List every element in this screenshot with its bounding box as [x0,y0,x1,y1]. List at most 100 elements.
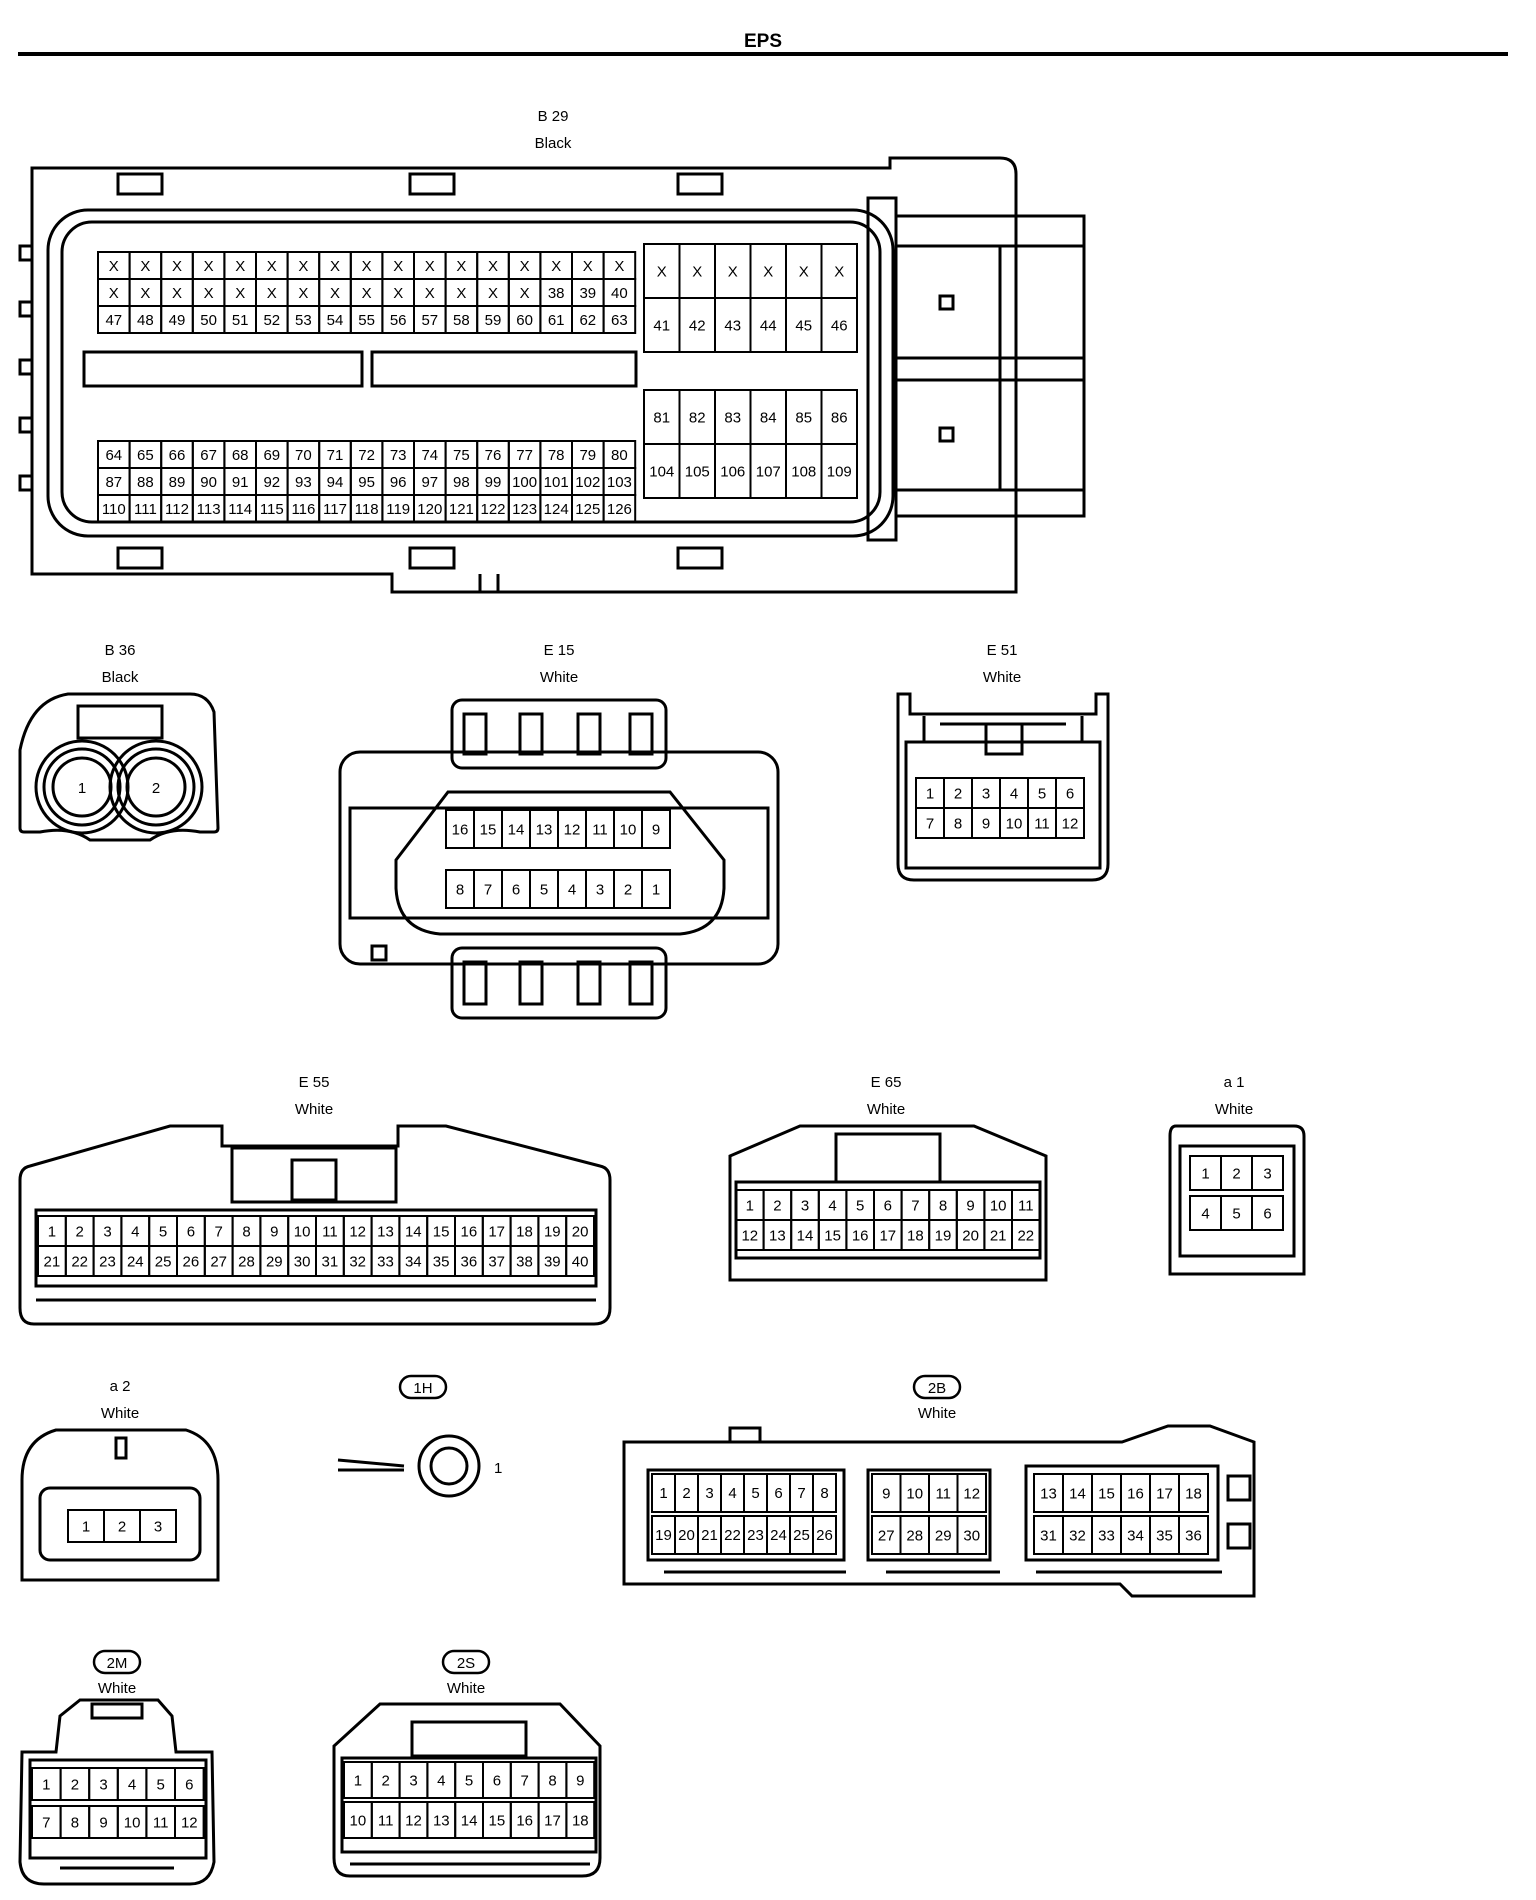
connector-1h[interactable]: 1H 1 [337,1374,502,1498]
pin-cell[interactable]: 55 [349,305,384,334]
pin-cell[interactable]: 4 [557,869,587,909]
pin-cell[interactable]: 114 [223,494,257,523]
pin-cell[interactable]: 48 [128,305,163,334]
pin-cell[interactable]: 2 [59,1767,91,1801]
pin-cell[interactable]: 111 [128,494,163,523]
pin-cell[interactable]: 5 [1220,1195,1253,1231]
pin-cell[interactable]: 8 [445,869,475,909]
pin-cell[interactable]: 12 [557,809,587,849]
pin-cell[interactable]: X [571,251,605,280]
pin-cell[interactable]: 4 [720,1473,745,1513]
pin-cell[interactable]: 34 [1120,1515,1151,1555]
pin-cell[interactable]: 56 [381,305,415,334]
pin-cell[interactable]: 31 [315,1245,345,1277]
pin-cell[interactable]: X [160,251,194,280]
pin-cell[interactable]: 18 [509,1215,540,1247]
pin-cell[interactable]: 18 [1178,1473,1209,1513]
pin-cell[interactable]: 49 [160,305,194,334]
pin-cell[interactable]: 57 [413,305,447,334]
pin-cell[interactable]: 10 [613,809,643,849]
pin-cell[interactable]: 8 [928,1189,958,1221]
pin-cell[interactable]: X [602,251,637,280]
pin-cell[interactable]: 84 [749,389,787,445]
pin-cell[interactable]: 5 [529,869,559,909]
pin-cell[interactable]: 90 [191,467,226,496]
pin-cell[interactable]: 39 [537,1245,568,1277]
pin-cell[interactable]: 21 [983,1219,1014,1251]
pin-cell[interactable]: X [318,251,352,280]
pin-cell[interactable]: 36 [454,1245,484,1277]
pin-cell[interactable]: 1 [915,777,945,809]
pin-cell[interactable]: 20 [674,1515,699,1555]
pin-cell[interactable]: 10 [287,1215,318,1247]
pin-cell[interactable]: 17 [873,1219,903,1251]
pin-cell[interactable]: 41 [643,297,681,353]
pin-cell[interactable]: 43 [714,297,752,353]
pin-cell[interactable]: 5 [148,1215,178,1247]
pin-cell[interactable]: 60 [507,305,542,334]
pin-cell[interactable]: 117 [318,494,352,523]
pin-cell[interactable]: 39 [571,278,605,307]
pin-cell[interactable]: 1 [641,869,671,909]
pin-cell[interactable]: 13 [529,809,559,849]
pin-cell[interactable]: 7 [509,1761,540,1799]
pin-cell[interactable]: X [223,251,257,280]
pin-cell[interactable]: 121 [444,494,479,523]
pin-cell[interactable]: X [286,278,321,307]
pin-cell[interactable]: 80 [602,440,637,469]
pin-cell[interactable]: 33 [1091,1515,1122,1555]
pin-cell[interactable]: 15 [473,809,503,849]
pin-cell[interactable]: 2 [613,869,643,909]
pin-cell[interactable]: 52 [255,305,289,334]
pin-cell[interactable]: 8 [537,1761,568,1799]
pin-cell[interactable]: 6 [873,1189,903,1221]
pin-cell[interactable]: 6 [174,1767,205,1801]
pin-cell[interactable]: 23 [743,1515,768,1555]
pin-cell[interactable]: 16 [454,1215,484,1247]
pin-cell[interactable]: 47 [97,305,131,334]
pin-cell[interactable]: 112 [160,494,194,523]
pin-cell[interactable]: 26 [812,1515,837,1555]
pin-cell[interactable]: 3 [1251,1155,1284,1191]
pin-cell[interactable]: 7 [473,869,503,909]
pin-cell[interactable]: 59 [476,305,510,334]
pin-cell[interactable]: 18 [900,1219,931,1251]
pin-cell[interactable]: 74 [413,440,447,469]
pin-cell[interactable]: 6 [1251,1195,1284,1231]
pin-cell[interactable]: 28 [231,1245,262,1277]
pin-cell[interactable]: 9 [259,1215,290,1247]
pin-cell[interactable]: 103 [602,467,637,496]
pin-cell[interactable]: 3 [790,1189,820,1221]
pin-cell[interactable]: X [714,243,752,299]
pin-cell[interactable]: 12 [174,1805,205,1839]
pin-cell[interactable]: 7 [789,1473,814,1513]
pin-cell[interactable]: 64 [97,440,131,469]
pin-cell[interactable]: 2 [64,1215,95,1247]
pin-cell[interactable]: 5 [845,1189,876,1221]
pin-cell[interactable]: 66 [160,440,194,469]
pin-cell[interactable]: 79 [571,440,605,469]
pin-cell[interactable]: 37 [481,1245,512,1277]
pin-cell[interactable]: 27 [871,1515,902,1555]
pin-cell[interactable]: 50 [191,305,226,334]
pin-cell[interactable]: 4 [426,1761,457,1799]
pin-cell[interactable]: 104 [643,443,681,499]
pin-cell[interactable]: 5 [743,1473,768,1513]
pin-cell[interactable]: 34 [398,1245,429,1277]
pin-cell[interactable]: 9 [88,1805,119,1839]
pin-cell[interactable]: X [128,278,163,307]
pin-cell[interactable]: 3 [585,869,615,909]
pin-cell[interactable]: 21 [37,1245,67,1277]
pin-cell[interactable]: X [444,278,479,307]
pin-cell[interactable]: 10 [999,807,1029,839]
pin-cell[interactable]: 7 [900,1189,931,1221]
pin-cell[interactable]: 17 [1149,1473,1180,1513]
pin-cell[interactable]: 8 [943,807,973,839]
pin-cell[interactable]: 14 [398,1215,429,1247]
pin-cell[interactable]: 16 [509,1801,540,1839]
pin-cell[interactable]: 108 [785,443,823,499]
pin-cell[interactable]: 1 [67,1509,105,1543]
pin-cell[interactable]: X [476,278,510,307]
